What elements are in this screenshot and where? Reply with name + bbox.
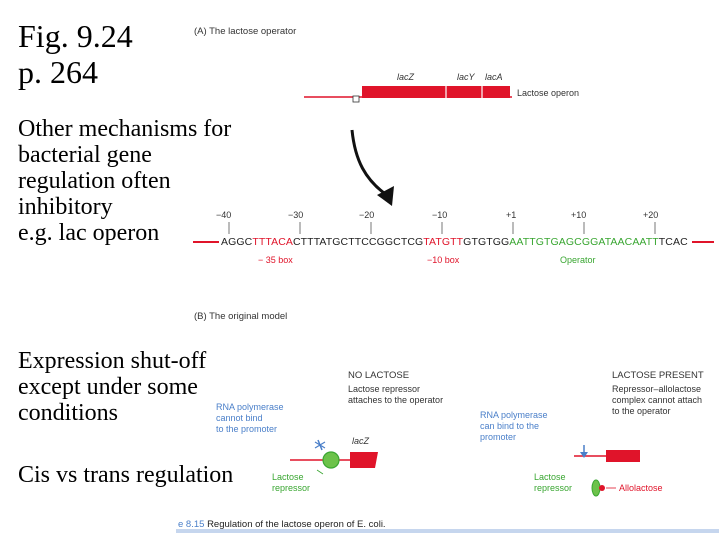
rnap-right-shape (579, 420, 592, 439)
seq-operator: AATTGTGAGCGGATAACAATT (509, 236, 659, 248)
minus35-box-label: − 35 box (258, 255, 293, 265)
zoom-arrow-shaft (350, 129, 389, 198)
seq-part-7: TCAC (658, 236, 688, 248)
seq-part-5: GTGTGG (463, 236, 510, 248)
bullet-mechanisms-text: Other mechanisms for bacterial gene regu… (18, 116, 232, 220)
tick-label-30: −30 (288, 210, 304, 220)
caption-number: e 8.15 (178, 519, 205, 530)
blocked-cross (314, 441, 326, 449)
rnap-cannot-line2: cannot bind (216, 413, 263, 423)
no-lactose-desc-line2: attaches to the operator (348, 395, 444, 405)
caption-text: Regulation of the lactose operon of E. c… (207, 519, 386, 530)
panel-b-heading: (B) The original model (194, 311, 288, 322)
operator-label: Operator (560, 255, 596, 265)
gene-label-laca: lacA (485, 72, 503, 82)
present-desc-line3: to the operator (612, 406, 671, 416)
operator-site-marker (352, 95, 360, 103)
repressor-left-line1: Lactose (272, 472, 304, 482)
lacz-gene-left (350, 452, 378, 468)
bullet-shutoff: Expression shut-off except under some co… (18, 348, 207, 426)
rnap-can-bind: RNA polymerase can bind to the promoter (480, 410, 548, 443)
operon-label: Lactose operon (517, 88, 580, 98)
rnap-cannot-bind: RNA polymerase cannot bind to the promot… (216, 402, 284, 435)
figure-caption: e 8.15 Regulation of the lactose operon … (178, 519, 386, 530)
lacz-gene-label: lacZ (352, 436, 370, 446)
operon-genes-bar (362, 86, 510, 98)
rnap-can-line3: promoter (480, 432, 517, 442)
lactose-present-desc: Repressor–allolactose complex cannot att… (612, 384, 702, 417)
seq-part-3: CTTTATGCTTCCGGCTCG (292, 236, 424, 248)
repressor-free (591, 479, 601, 497)
rnap-can-line1: RNA polymerase (480, 410, 548, 420)
rnap-cannot-line1: RNA polymerase (216, 402, 284, 412)
seq-part-1: AGGC (221, 236, 253, 248)
repressor-left-pointer (316, 469, 324, 475)
repressor-bound (322, 451, 340, 469)
rnap-left-shape (291, 418, 304, 437)
tick-label-10: −10 (432, 210, 448, 220)
allolactose-molecule (599, 485, 605, 491)
repressor-left-line2: repressor (272, 483, 311, 493)
bullet-mechanisms: Other mechanisms for bacterial gene regu… (18, 116, 238, 246)
lacz-gene-right (606, 450, 640, 462)
binding-arrowhead (580, 452, 588, 458)
repressor-left-label: Lactose repressor (272, 472, 310, 494)
dna-sequence: AGGCTTTACACTTTATGCTTCCGGCTCGTATGTTGTGTGG… (221, 236, 688, 248)
present-desc-line2: complex cannot attach (612, 395, 703, 405)
no-lactose-desc: Lactose repressor attaches to the operat… (348, 384, 443, 406)
panel-a-heading: (A) The lactose operator (194, 26, 297, 37)
page-reference: p. 264 (18, 54, 98, 90)
seq-minus35-box: TTTACA (252, 236, 293, 248)
tick-label-plus1: +1 (506, 210, 517, 220)
tick-label-40: −40 (216, 210, 232, 220)
minus10-box-label: −10 box (427, 255, 460, 265)
gene-label-lacz: lacZ (397, 72, 415, 82)
figure-number: Fig. 9.24 (18, 18, 133, 54)
repressor-right-line2: repressor (534, 483, 573, 493)
gene-label-lacy: lacY (457, 72, 475, 82)
tick-label-plus20: +20 (643, 210, 659, 220)
figure-title: Fig. 9.24 p. 264 (18, 18, 133, 90)
rnap-cannot-line3: to the promoter (216, 424, 278, 434)
present-desc-line1: Repressor–allolactose (612, 384, 702, 394)
rnap-can-line2: can bind to the (480, 421, 540, 431)
bullet-example-text: e.g. lac operon (18, 220, 160, 246)
bullet-cis-trans: Cis vs trans regulation (18, 462, 234, 488)
repressor-right-line1: Lactose (534, 472, 566, 482)
allolactose-label: Allolactose (619, 483, 663, 493)
seq-minus10-box: TATGTT (423, 236, 464, 248)
repressor-right-label: Lactose repressor (534, 472, 572, 494)
lactose-present-heading: LACTOSE PRESENT (612, 370, 704, 381)
no-lactose-heading: NO LACTOSE (348, 370, 410, 381)
no-lactose-desc-line1: Lactose repressor (348, 384, 421, 394)
sequence-ticks (228, 222, 656, 234)
zoom-arrow-head (377, 186, 394, 206)
tick-label-20: −20 (359, 210, 375, 220)
tick-label-plus10: +10 (571, 210, 587, 220)
